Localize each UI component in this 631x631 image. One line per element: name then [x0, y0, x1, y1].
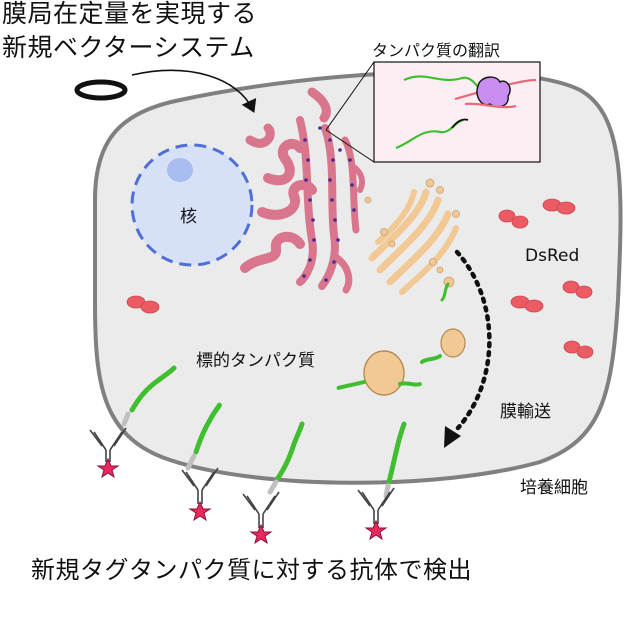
target-protein-label: 標的タンパク質 — [196, 351, 315, 371]
signal-peptide — [451, 118, 469, 129]
antibody-2 — [181, 467, 219, 504]
membrane-transport-arrowhead — [444, 426, 461, 448]
title-line-1: 膜局在定量を実現する — [2, 0, 258, 28]
vector-plasmid-ring — [74, 79, 128, 101]
transport-vesicle-2 — [336, 350, 422, 396]
translation-label: タンパク質の翻訳 — [372, 41, 501, 60]
vector-entry-arrow — [131, 69, 257, 113]
antibody-4 — [357, 487, 395, 524]
er-ribosome-dots — [302, 126, 356, 282]
title-line-2: 新規ベクターシステム — [2, 33, 255, 62]
mrna-strand-2 — [464, 102, 517, 109]
golgi-apparatus — [368, 188, 459, 295]
antibody-1 — [89, 427, 127, 462]
dsred-aggregates — [126, 198, 594, 359]
bottom-caption: 新規タグタンパク質に対する抗体で検出 — [31, 556, 472, 584]
inset-pointer-top — [325, 61, 375, 131]
nucleolus — [167, 158, 193, 182]
golgi-vesicles — [364, 178, 460, 274]
endoplasmic-reticulum — [240, 87, 366, 294]
antibody-3 — [242, 491, 280, 528]
cultured-cell-label: 培養細胞 — [520, 478, 588, 498]
small-vesicle — [440, 276, 455, 302]
nucleus-label: 核 — [180, 207, 197, 227]
transport-vesicle-1 — [420, 328, 466, 364]
nucleus — [130, 143, 254, 267]
membrane-transport-label: 膜輸送 — [500, 402, 551, 422]
nascent-chain-1 — [403, 75, 481, 91]
surface-tagged-proteins — [121, 365, 407, 499]
ribosome — [476, 76, 511, 108]
inset-pointer-bottom — [325, 129, 375, 163]
dsred-label: DsRed — [525, 246, 580, 266]
detection-stars — [96, 457, 388, 545]
